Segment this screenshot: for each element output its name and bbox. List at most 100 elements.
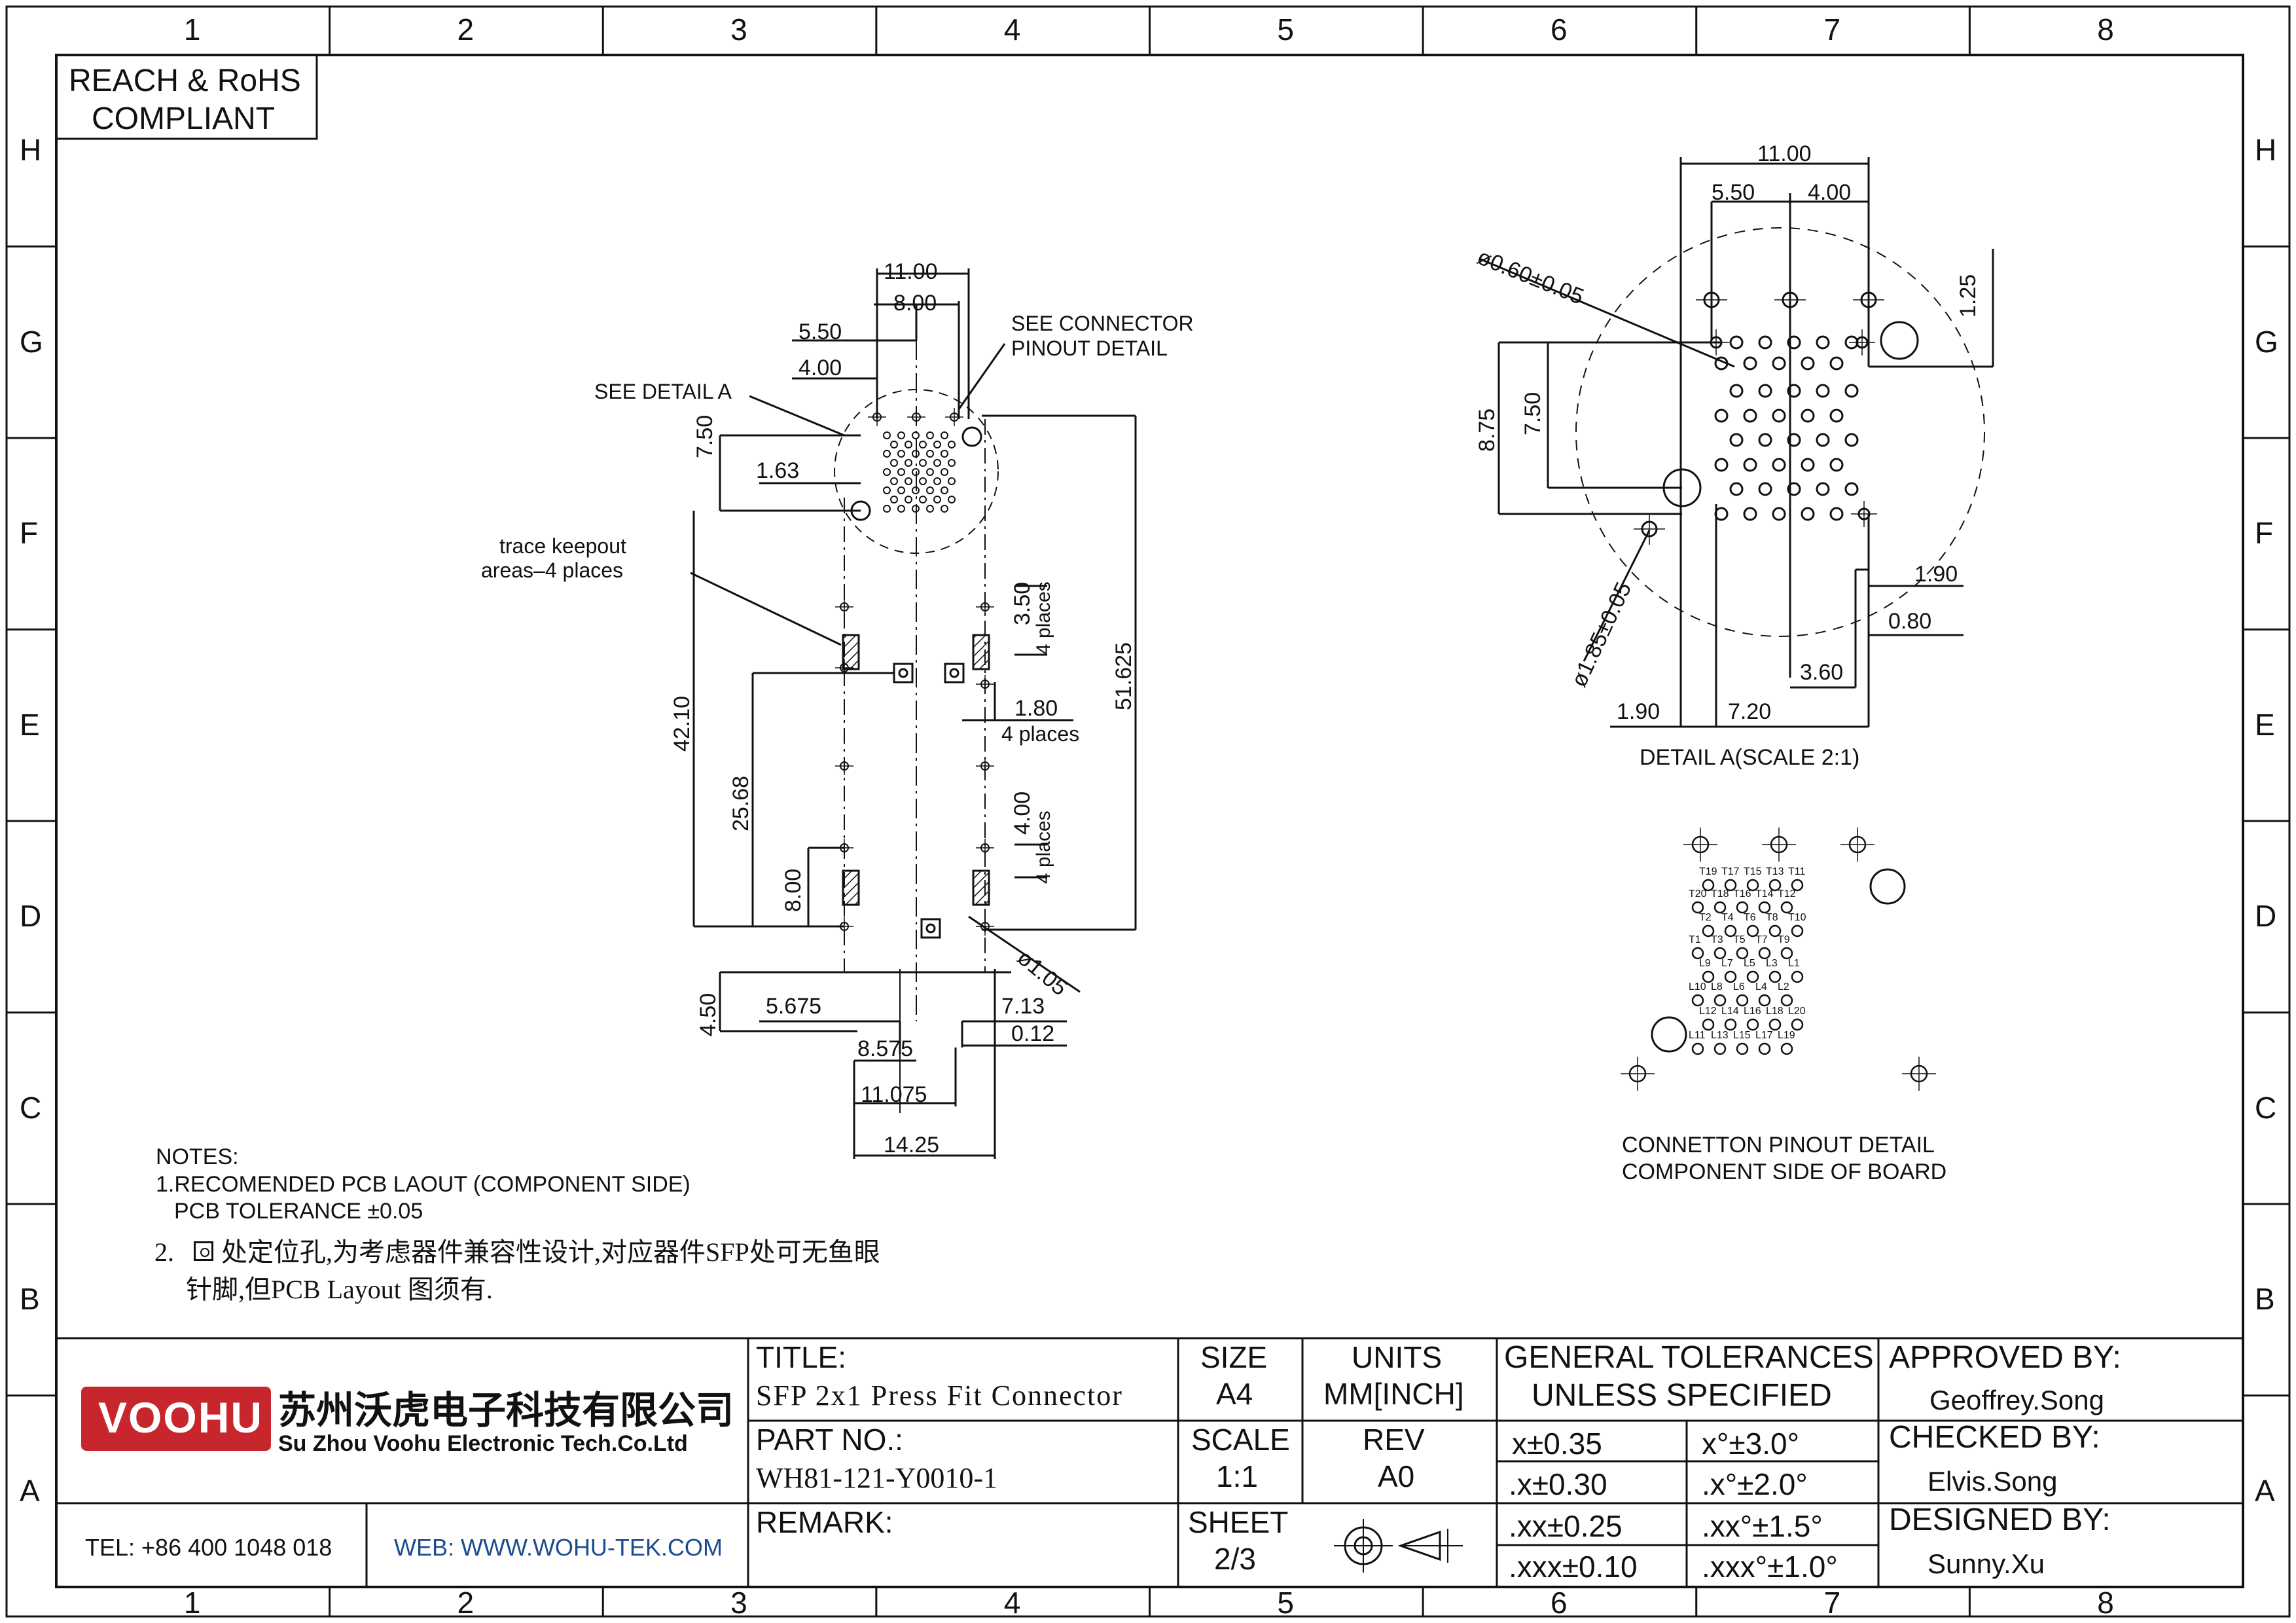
grid-col-label: 7 xyxy=(1823,12,1841,46)
pin-hole xyxy=(1713,947,1727,960)
note-2a: 处定位孔,为考虑器件兼容性设计,对应器件SFP处可无鱼眼 xyxy=(221,1237,880,1267)
pin-label: T11 xyxy=(1788,866,1806,877)
dim-1-80: 1.80 xyxy=(1014,696,1058,721)
pin-hole xyxy=(926,486,934,494)
pin-hole xyxy=(1746,924,1759,938)
pin-hole xyxy=(919,496,927,503)
pin-hole xyxy=(912,468,920,476)
checked-value: Elvis.Song xyxy=(1928,1466,2058,1497)
pin-hole xyxy=(897,486,905,494)
pin-hole xyxy=(948,441,956,448)
grid-col-label: 2 xyxy=(457,12,475,46)
title-value: SFP 2x1 Press Fit Connector xyxy=(756,1379,1123,1412)
pin-hole xyxy=(1844,384,1859,398)
pin-hole xyxy=(1758,482,1772,496)
pin-hole xyxy=(883,431,891,439)
pin-hole xyxy=(1702,970,1715,983)
da-dim-1-25: 1.25 xyxy=(1956,274,1981,318)
grid-col-label: 3 xyxy=(730,1586,747,1620)
pin-hole xyxy=(1816,482,1830,496)
dim-4-00b: 4.00 xyxy=(1010,791,1035,835)
grid-col-label: 1 xyxy=(183,1586,201,1620)
grid-row-label: B xyxy=(2255,1282,2275,1317)
pin-hole xyxy=(1787,433,1801,447)
pin-hole xyxy=(948,477,956,485)
da-dim-8-75: 8.75 xyxy=(1475,408,1499,452)
dim-8-00b: 8.00 xyxy=(781,868,806,912)
pin-hole xyxy=(897,468,905,476)
detail-a-view xyxy=(1479,157,1994,728)
grid-row-label: D xyxy=(2255,899,2277,934)
pin-hole xyxy=(890,459,898,467)
tol-lin-1: .x±0.30 xyxy=(1509,1467,1607,1501)
pin-label: L10 xyxy=(1689,981,1706,993)
pin-hole xyxy=(1844,482,1859,496)
web: WEB: WWW.WOHU-TEK.COM xyxy=(394,1534,723,1561)
pin-hole xyxy=(1801,356,1815,371)
da-dim-1-90-right: 1.90 xyxy=(1914,562,1958,587)
pin-label: T12 xyxy=(1778,888,1796,900)
pin-hole xyxy=(948,459,956,467)
detail-a-pin-holes xyxy=(1634,284,1884,545)
da-dim-4-00: 4.00 xyxy=(1808,180,1852,205)
pin-label: T15 xyxy=(1744,866,1762,877)
pin-hole xyxy=(1713,1042,1727,1055)
size-label: SIZE xyxy=(1200,1340,1268,1374)
grid-col-label: 5 xyxy=(1277,12,1294,46)
pin-hole xyxy=(1758,947,1771,960)
grid-col-label: 4 xyxy=(1003,1586,1021,1620)
pin-label: L14 xyxy=(1721,1006,1739,1017)
pin-hole xyxy=(1758,1042,1771,1055)
pin-hole xyxy=(912,505,920,513)
dim-8-575: 8.575 xyxy=(857,1036,914,1061)
pin-label: T1 xyxy=(1689,934,1701,945)
pin-hole xyxy=(1768,970,1782,983)
pin-hole xyxy=(1768,924,1782,938)
pin-hole xyxy=(919,459,927,467)
pin-label: T7 xyxy=(1755,934,1768,945)
units-value: MM[INCH] xyxy=(1323,1377,1464,1411)
pin-hole xyxy=(1736,1042,1749,1055)
pin-hole xyxy=(1787,384,1801,398)
pin-hole xyxy=(1736,947,1749,960)
pin-hole xyxy=(919,441,927,448)
dim-11-00: 11.00 xyxy=(884,259,938,284)
pin-hole xyxy=(1729,335,1744,350)
grid-row-label: G xyxy=(20,324,43,359)
pin-hole xyxy=(1729,384,1744,398)
pin-label: T20 xyxy=(1689,888,1707,900)
pin-hole xyxy=(1772,458,1786,472)
da-dim-7-20: 7.20 xyxy=(1728,699,1772,724)
checked-label: CHECKED BY: xyxy=(1889,1420,2100,1455)
pin-hole xyxy=(883,486,891,494)
title-block-grid xyxy=(56,1337,2243,1587)
pin-hole xyxy=(890,496,898,503)
tol-ang-3: .xxx°±1.0° xyxy=(1702,1550,1838,1584)
pin-hole xyxy=(941,450,948,458)
pin-hole xyxy=(1844,433,1859,447)
pin-hole xyxy=(1724,879,1737,892)
tol-ang-1: .x°±2.0° xyxy=(1702,1467,1808,1501)
places-1: 4 places xyxy=(1033,581,1054,655)
note-1a: 1.RECOMENDED PCB LAOUT (COMPONENT SIDE) xyxy=(156,1172,691,1197)
dim-5-50: 5.50 xyxy=(798,319,842,344)
grid-row-label: E xyxy=(20,707,40,742)
pin-hole xyxy=(1702,1018,1715,1031)
pin-hole xyxy=(1829,458,1844,472)
see-connector-line2: PINOUT DETAIL xyxy=(1011,337,1168,360)
pin-hole xyxy=(1724,970,1737,983)
approved-label: APPROVED BY: xyxy=(1889,1340,2121,1375)
grid-row-label: H xyxy=(20,133,42,168)
pin-label: L3 xyxy=(1766,958,1778,969)
pin-hole xyxy=(1743,458,1757,472)
pin-hole xyxy=(905,441,912,448)
note-2b: 针脚,但PCB Layout 图须有. xyxy=(186,1275,493,1304)
dim-1-63: 1.63 xyxy=(756,458,800,483)
pin-hole xyxy=(1743,409,1757,423)
rev-label: REV xyxy=(1363,1423,1425,1457)
pin-hole xyxy=(1691,901,1704,914)
pin-hole xyxy=(1829,507,1844,521)
main-view xyxy=(690,268,1137,1159)
tel: TEL: +86 400 1048 018 xyxy=(85,1534,332,1561)
pin-hole xyxy=(1691,1042,1704,1055)
